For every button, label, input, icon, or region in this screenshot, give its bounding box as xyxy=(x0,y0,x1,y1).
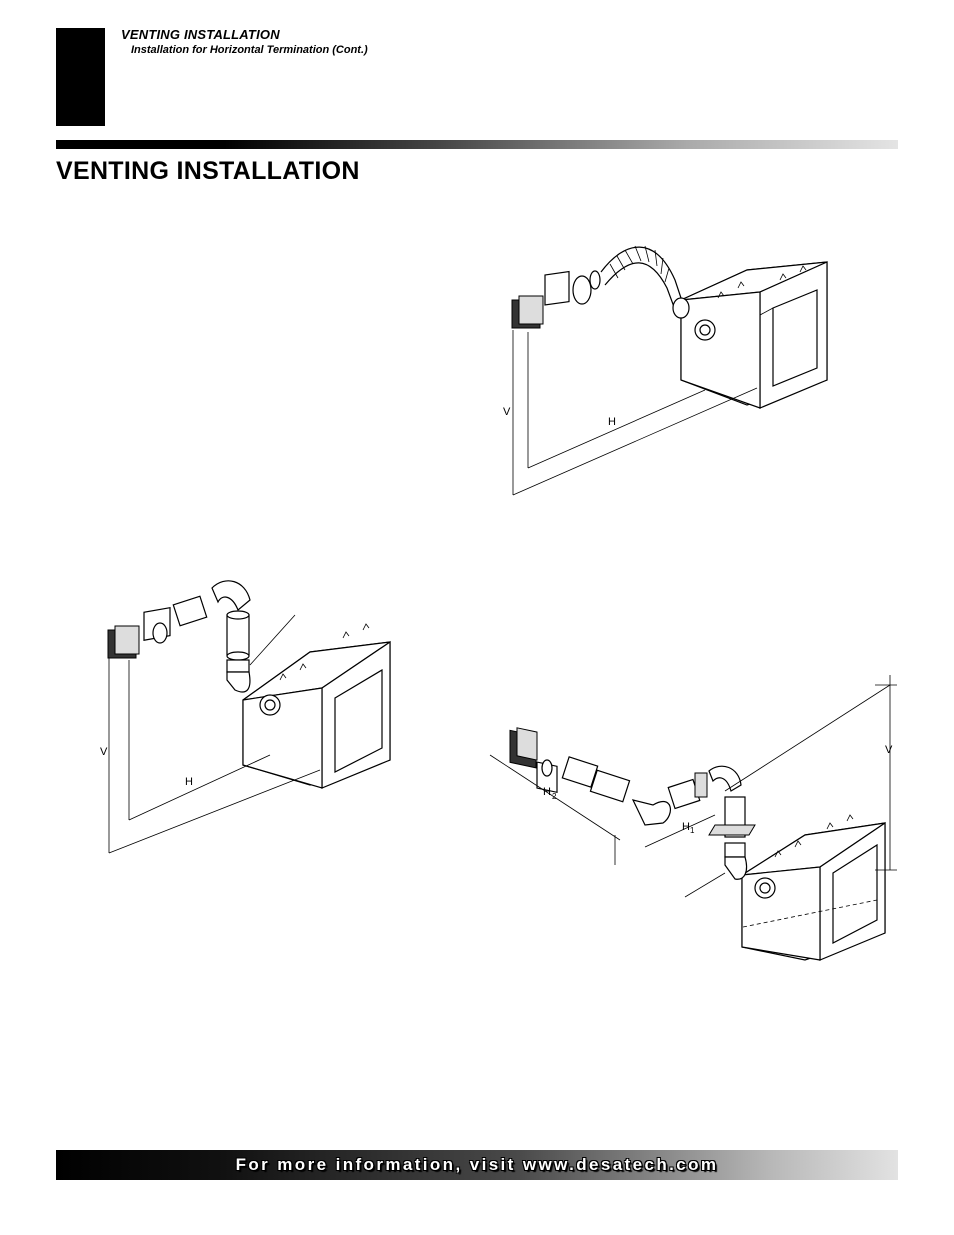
header-section-title: VENTING INSTALLATION xyxy=(121,27,280,42)
fireplace-unit xyxy=(242,623,391,789)
dim-label-v: V xyxy=(503,406,511,418)
vent-termination-cap xyxy=(107,606,171,659)
dim-label-h1-subscript: 1 xyxy=(690,826,695,835)
header-subsection-title: Installation for Horizontal Termination … xyxy=(131,44,368,56)
dim-label-h: H xyxy=(608,416,616,428)
vent-diagram-vertical-rise-horizontal: V H 2 H 1 xyxy=(489,675,897,961)
dim-label-h1: H xyxy=(682,821,690,833)
dim-label-v: V xyxy=(100,746,108,758)
dim-label-v: V xyxy=(885,744,893,756)
dimension-lines: V H xyxy=(100,658,321,854)
dim-label-h: H xyxy=(185,776,193,788)
vent-pipe-assembly xyxy=(509,727,756,898)
header-rule xyxy=(56,140,898,149)
fireplace-unit xyxy=(741,814,886,961)
dim-label-h2: H xyxy=(543,786,551,798)
dim-label-h2-subscript: 2 xyxy=(552,792,557,801)
flex-vent-pipe xyxy=(600,245,690,319)
footer-bar: For more information, visit www.desatech… xyxy=(56,1150,898,1180)
rigid-vent-pipe xyxy=(172,580,296,693)
footer-website-text: For more information, visit www.desatech… xyxy=(235,1155,719,1174)
dimension-lines: V H xyxy=(503,330,758,496)
page-title: VENTING INSTALLATION xyxy=(56,157,360,185)
vent-termination-cap xyxy=(511,270,601,329)
vent-diagram-rigid-horizontal: V H xyxy=(100,580,391,854)
dimension-lines: V H 2 H 1 xyxy=(489,675,897,871)
fireplace-unit xyxy=(680,261,828,409)
vent-diagram-flex-horizontal: V H xyxy=(503,245,828,496)
section-tab-marker xyxy=(56,28,105,126)
